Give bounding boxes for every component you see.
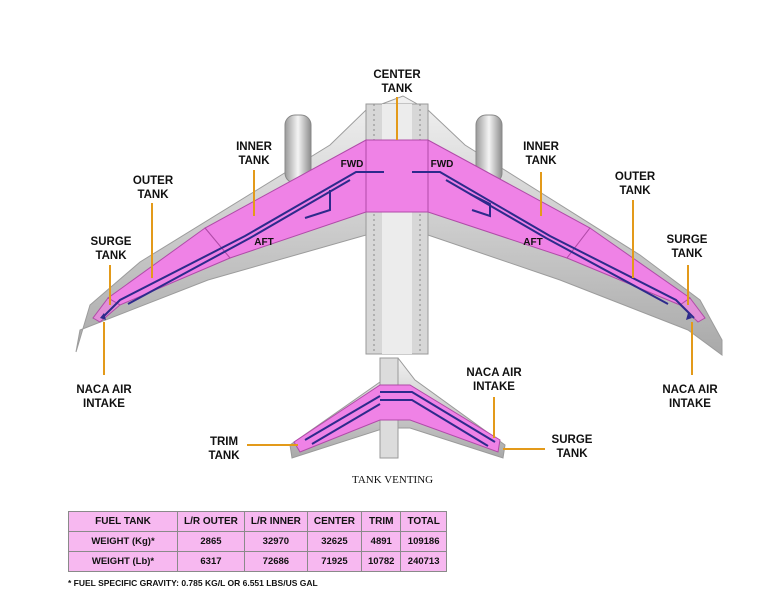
table-header: L/R INNER <box>243 511 308 532</box>
vent-lines-main <box>101 171 695 319</box>
center-tank-label: CENTER TANK <box>373 69 421 95</box>
table-cell: 4891 <box>361 531 402 552</box>
trim-tank-label: TRIM TANK <box>208 436 240 462</box>
table-header: TOTAL <box>400 511 447 532</box>
table-header: FUEL TANK <box>68 511 178 532</box>
table-row: WEIGHT (Kg)* 2865 32970 32625 4891 10918… <box>68 531 447 552</box>
naca-intake-left-marker <box>100 313 106 320</box>
main-wing <box>75 95 723 356</box>
center-tank <box>365 139 429 213</box>
table-cell: 32970 <box>243 531 308 552</box>
table-header: TRIM <box>361 511 402 532</box>
aft-left-label: AFT <box>254 237 274 248</box>
naca-intake-tail-label: NACA AIR INTAKE <box>466 367 522 393</box>
fwd-left-label: FWD <box>340 159 364 170</box>
table-header-row: FUEL TANK L/R OUTER L/R INNER CENTER TRI… <box>68 511 447 532</box>
table-row: WEIGHT (Lb)* 6317 72686 71925 10782 2407… <box>68 551 447 572</box>
surge-tank-right-label: SURGE TANK <box>666 234 708 260</box>
vent-lines-tail <box>304 391 496 447</box>
table-footnote: * FUEL SPECIFIC GRAVITY: 0.785 KG/L OR 6… <box>68 578 318 588</box>
fwd-right-label: FWD <box>430 159 454 170</box>
surge-tank-tail-label: SURGE TANK <box>551 434 593 460</box>
tank-venting-caption: TANK VENTING <box>352 474 434 486</box>
surge-tank-right <box>679 297 706 323</box>
table-cell: 2865 <box>177 531 245 552</box>
outer-tank-left-label: OUTER TANK <box>132 175 174 201</box>
row-label: WEIGHT (Lb)* <box>68 551 178 572</box>
surge-tank-left-label: SURGE TANK <box>90 236 132 262</box>
table-cell: 240713 <box>400 551 447 572</box>
table-cell: 10782 <box>361 551 402 572</box>
inner-tank-right-label: INNER TANK <box>523 141 559 167</box>
naca-intake-right-label: NACA AIR INTAKE <box>662 384 718 410</box>
table-header: L/R OUTER <box>177 511 245 532</box>
fuel-capacity-table: FUEL TANK L/R OUTER L/R INNER CENTER TRI… <box>68 511 447 572</box>
table-cell: 6317 <box>177 551 245 572</box>
row-label: WEIGHT (Kg)* <box>68 531 178 552</box>
inner-tank-left-label: INNER TANK <box>236 141 272 167</box>
naca-intake-right-marker <box>686 313 692 320</box>
table-cell: 109186 <box>400 531 447 552</box>
outer-tank-right-label: OUTER TANK <box>614 171 656 197</box>
leader-lines <box>103 97 693 450</box>
table-cell: 72686 <box>243 551 308 572</box>
table-cell: 32625 <box>306 531 363 552</box>
table-header: CENTER <box>306 511 363 532</box>
aft-right-label: AFT <box>523 237 543 248</box>
table-cell: 71925 <box>306 551 363 572</box>
naca-intake-left-label: NACA AIR INTAKE <box>76 384 132 410</box>
